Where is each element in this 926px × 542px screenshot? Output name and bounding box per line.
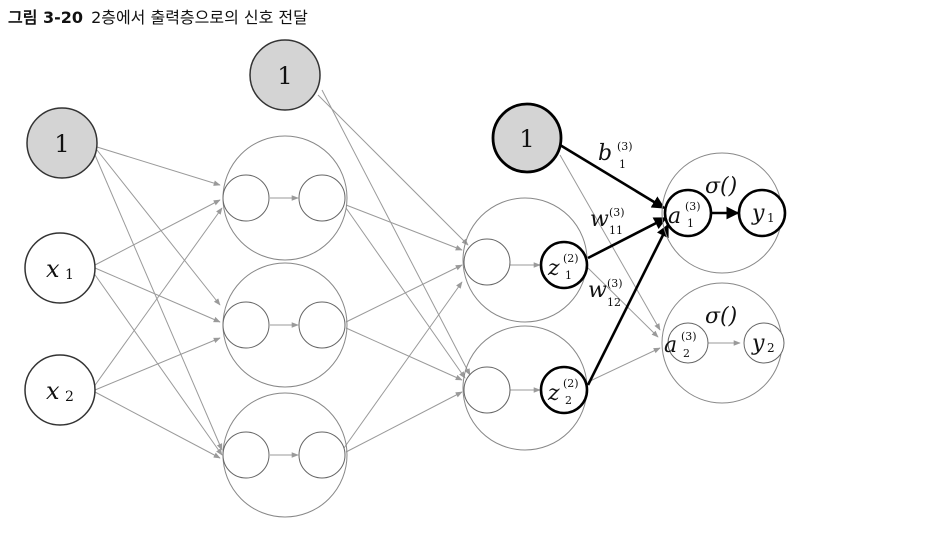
layer1-node-3a <box>222 431 270 479</box>
x2-label: x <box>46 377 60 405</box>
connection <box>94 199 221 266</box>
input-bias-label: 1 <box>54 130 69 158</box>
hidden-layer-1: 1 <box>222 39 348 518</box>
w11-label: w <box>590 207 609 232</box>
y2-subscript: 2 <box>767 341 775 355</box>
layer2-node-2a <box>463 366 511 414</box>
connection <box>94 154 223 451</box>
layer1-node-1a <box>222 174 270 222</box>
connection <box>96 146 221 186</box>
connection <box>587 347 661 383</box>
w12-superscript: (3) <box>607 277 623 290</box>
connection <box>345 391 463 453</box>
z2-to-a1-connection <box>586 223 670 386</box>
gray-connections <box>92 89 741 459</box>
connection <box>587 267 659 338</box>
a1-label: a <box>668 204 681 229</box>
z1-superscript: (2) <box>563 252 579 265</box>
connection <box>345 204 463 251</box>
a1-node <box>663 188 713 238</box>
z2-label: z <box>547 381 560 406</box>
x2-subscript: 2 <box>65 389 74 405</box>
input-bias-node <box>26 107 98 179</box>
z2-superscript: (2) <box>563 377 579 390</box>
hidden1-bias-node <box>249 39 321 111</box>
output-layer: σ() a (3) 1 y 1 σ() a (3) 2 y 2 <box>661 152 787 404</box>
output-bias-label: 1 <box>519 125 534 153</box>
w11-subscript: 11 <box>609 224 623 237</box>
y1-node <box>737 188 787 238</box>
layer1-node-1b <box>298 174 346 222</box>
connection <box>92 207 223 389</box>
y1-subscript: 1 <box>767 211 775 225</box>
b-label: b <box>598 141 612 166</box>
b-superscript: (3) <box>617 140 633 153</box>
output-bias-node <box>491 102 563 174</box>
z1-subscript: 1 <box>565 269 572 282</box>
z1-node <box>539 240 589 290</box>
connection <box>94 337 221 391</box>
a2-node <box>667 322 709 364</box>
input-layer: 1 x 1 x 2 <box>24 107 98 426</box>
z1-label: z <box>547 256 560 281</box>
x2-node <box>24 354 96 426</box>
z1-to-a1-connection <box>587 216 668 260</box>
connection <box>345 327 463 381</box>
layer1-node-2a <box>222 301 270 349</box>
figure-caption: 그림 3-20 2층에서 출력층으로의 신호 전달 <box>8 4 308 28</box>
sigma-2-label: σ() <box>705 304 737 329</box>
sigma-1-label: σ() <box>705 174 737 199</box>
z2-subscript: 2 <box>565 394 572 407</box>
connection <box>321 89 471 376</box>
x1-label: x <box>46 255 60 283</box>
hidden-layer-2: z (2) 1 z (2) 2 1 <box>462 102 589 451</box>
figure-label: 그림 3-20 <box>8 8 84 27</box>
y2-node <box>743 322 785 364</box>
layer1-node-2b <box>298 301 346 349</box>
a2-label: a <box>664 333 677 358</box>
w12-subscript: 12 <box>607 296 621 309</box>
b-subscript: 1 <box>619 158 626 171</box>
figure-title: 2층에서 출력층으로의 신호 전달 <box>91 8 308 27</box>
w12-label: w <box>588 278 607 303</box>
layer1-node-3b <box>298 431 346 479</box>
weight-labels: b (3) 1 w (3) 11 w (3) 12 <box>588 140 633 309</box>
a1-superscript: (3) <box>685 200 701 213</box>
connection <box>343 281 463 449</box>
layer2-node-1a <box>463 238 511 286</box>
connection <box>96 149 221 306</box>
connection <box>94 267 221 323</box>
z2-node <box>539 365 589 415</box>
y2-label: y <box>751 331 765 356</box>
bias-to-a1-connection <box>559 143 666 210</box>
y1-label: y <box>751 201 765 226</box>
a1-subscript: 1 <box>687 217 694 230</box>
connection <box>94 391 221 459</box>
x1-subscript: 1 <box>65 267 74 283</box>
x1-node <box>24 232 96 304</box>
connection <box>317 94 469 246</box>
hidden1-bias-label: 1 <box>277 62 292 90</box>
a2-subscript: 2 <box>683 347 690 360</box>
connection <box>345 264 463 323</box>
connection <box>559 154 661 331</box>
w11-superscript: (3) <box>609 206 625 219</box>
highlighted-connections <box>559 143 740 386</box>
a2-superscript: (3) <box>681 330 697 343</box>
